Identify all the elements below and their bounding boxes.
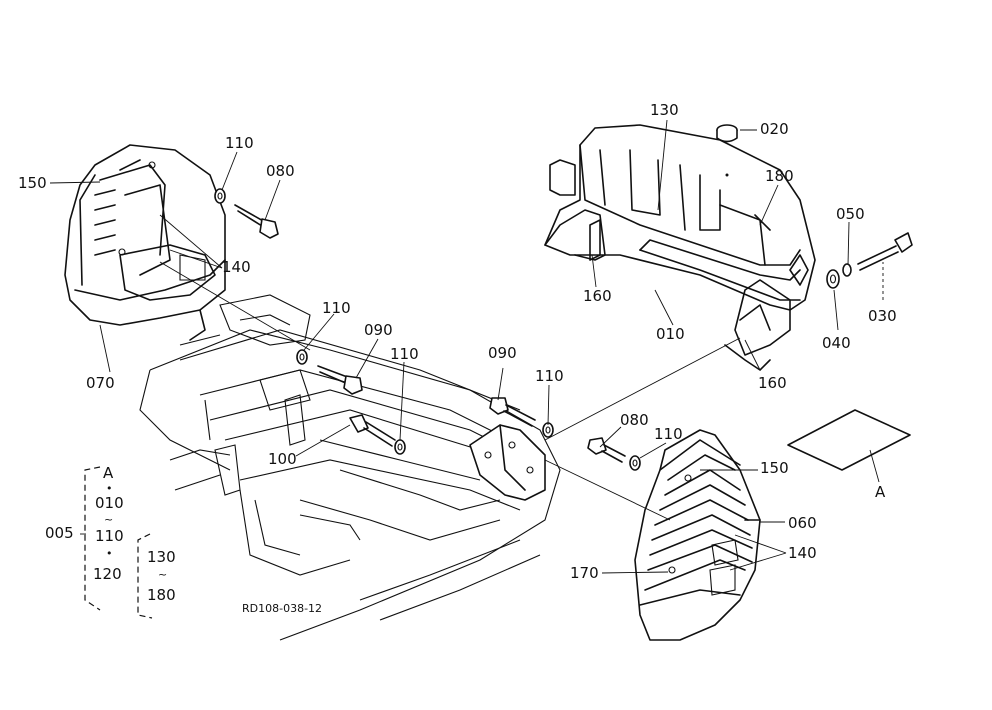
legend-bullet-2: •	[106, 547, 113, 560]
callout-010: 010	[656, 325, 685, 343]
callout-030: 030	[868, 307, 897, 325]
callout-060: 060	[788, 514, 817, 532]
callout-090-center: 090	[488, 344, 517, 362]
callout-020: 020	[760, 120, 789, 138]
left-counterweight-070	[64, 144, 226, 341]
callout-150-left: 150	[18, 174, 47, 192]
legend-a-from: 010	[95, 494, 124, 512]
callout-170: 170	[570, 564, 599, 582]
leader-lines	[49, 119, 884, 574]
legend-a-label: A	[103, 464, 114, 482]
callout-150-right: 150	[760, 459, 789, 477]
callout-070: 070	[86, 374, 115, 392]
right-counterweight-060	[634, 429, 761, 641]
callout-100: 100	[268, 450, 297, 468]
legend-bullet-1: •	[106, 482, 113, 495]
callout-sheet-a: A	[875, 483, 886, 501]
legend-b-to: 180	[147, 586, 176, 604]
center-bracket	[469, 424, 546, 501]
callout-090-middle: 090	[364, 321, 393, 339]
callout-130: 130	[650, 101, 679, 119]
callout-160-a: 160	[583, 287, 612, 305]
legend-group: 005	[45, 524, 74, 542]
drawing-code: RD108-038-12	[242, 602, 323, 615]
legend-a-to: 110	[95, 527, 124, 545]
callout-110-middle-2: 110	[390, 345, 419, 363]
callout-080-top-left: 080	[266, 162, 295, 180]
legend-single: 120	[93, 565, 122, 583]
callout-140-left: 140	[222, 258, 251, 276]
chassis-frame	[139, 294, 561, 641]
hardware	[214, 188, 913, 471]
callout-040: 040	[822, 334, 851, 352]
callout-140-right: 140	[788, 544, 817, 562]
plug-020	[716, 124, 738, 177]
legend-tilde-1: ~	[104, 513, 114, 526]
callout-160-b: 160	[758, 374, 787, 392]
legend-tilde-2: ~	[158, 568, 168, 581]
callout-080-center: 080	[620, 411, 649, 429]
legend-b-from: 130	[147, 548, 176, 566]
callout-110-middle: 110	[322, 299, 351, 317]
legend-brackets	[80, 466, 153, 619]
callout-180-right: 180	[765, 167, 794, 185]
callout-110-top-left: 110	[225, 134, 254, 152]
callout-050: 050	[836, 205, 865, 223]
sheet-a	[787, 409, 911, 471]
callout-110-center-2: 110	[654, 425, 683, 443]
top-weight-bar-010	[544, 124, 816, 371]
callout-110-center: 110	[535, 367, 564, 385]
